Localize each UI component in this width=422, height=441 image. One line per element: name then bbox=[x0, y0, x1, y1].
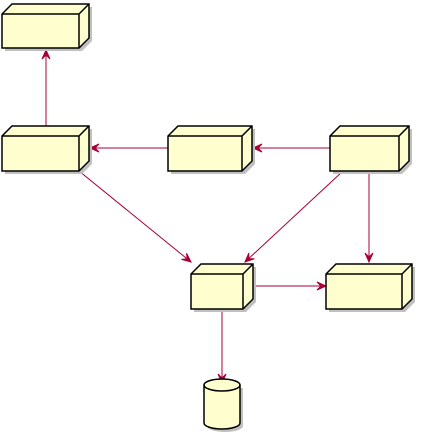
nodes-layer bbox=[1, 3, 415, 432]
edge-n4-to-n3 bbox=[251, 143, 330, 153]
node-n3 bbox=[167, 125, 255, 174]
edge-n2-to-n5 bbox=[78, 170, 192, 263]
node-box bbox=[325, 263, 413, 310]
edge-arrowhead bbox=[244, 252, 255, 263]
node-edge-lines bbox=[330, 125, 410, 171]
node-n4 bbox=[329, 125, 412, 174]
node-n2 bbox=[1, 125, 92, 174]
node-db1 bbox=[203, 378, 243, 432]
edge-n4-to-n6 bbox=[364, 171, 374, 264]
edge-n3-to-n2 bbox=[88, 143, 168, 153]
database-body bbox=[203, 378, 241, 430]
edge-n5-to-n6 bbox=[253, 281, 328, 291]
edge-line bbox=[78, 170, 192, 263]
node-edge-lines bbox=[191, 263, 254, 309]
edge-arrowhead bbox=[316, 281, 328, 291]
node-edge-lines bbox=[326, 263, 413, 309]
edge-n2-to-n1 bbox=[41, 48, 51, 126]
node-n5 bbox=[190, 263, 256, 312]
edge-n4-to-n5 bbox=[244, 170, 344, 263]
node-n1 bbox=[1, 3, 92, 51]
edge-arrowhead bbox=[88, 143, 100, 153]
edge-arrowhead bbox=[41, 48, 51, 60]
edge-arrowhead bbox=[364, 252, 374, 264]
edges-layer bbox=[41, 48, 374, 385]
node-box bbox=[1, 3, 90, 49]
node-box bbox=[167, 125, 253, 172]
edge-n5-to-db1 bbox=[217, 309, 227, 385]
node-box bbox=[1, 125, 90, 172]
node-box bbox=[329, 125, 410, 172]
node-edge-lines bbox=[2, 125, 90, 171]
edge-line bbox=[244, 170, 344, 263]
node-box bbox=[190, 263, 254, 310]
node-n6 bbox=[325, 263, 415, 312]
database-rim bbox=[203, 384, 241, 392]
edge-arrowhead bbox=[251, 143, 263, 153]
node-edge-lines bbox=[2, 3, 90, 48]
node-edge-lines bbox=[168, 125, 253, 171]
edge-arrowhead bbox=[181, 252, 192, 263]
